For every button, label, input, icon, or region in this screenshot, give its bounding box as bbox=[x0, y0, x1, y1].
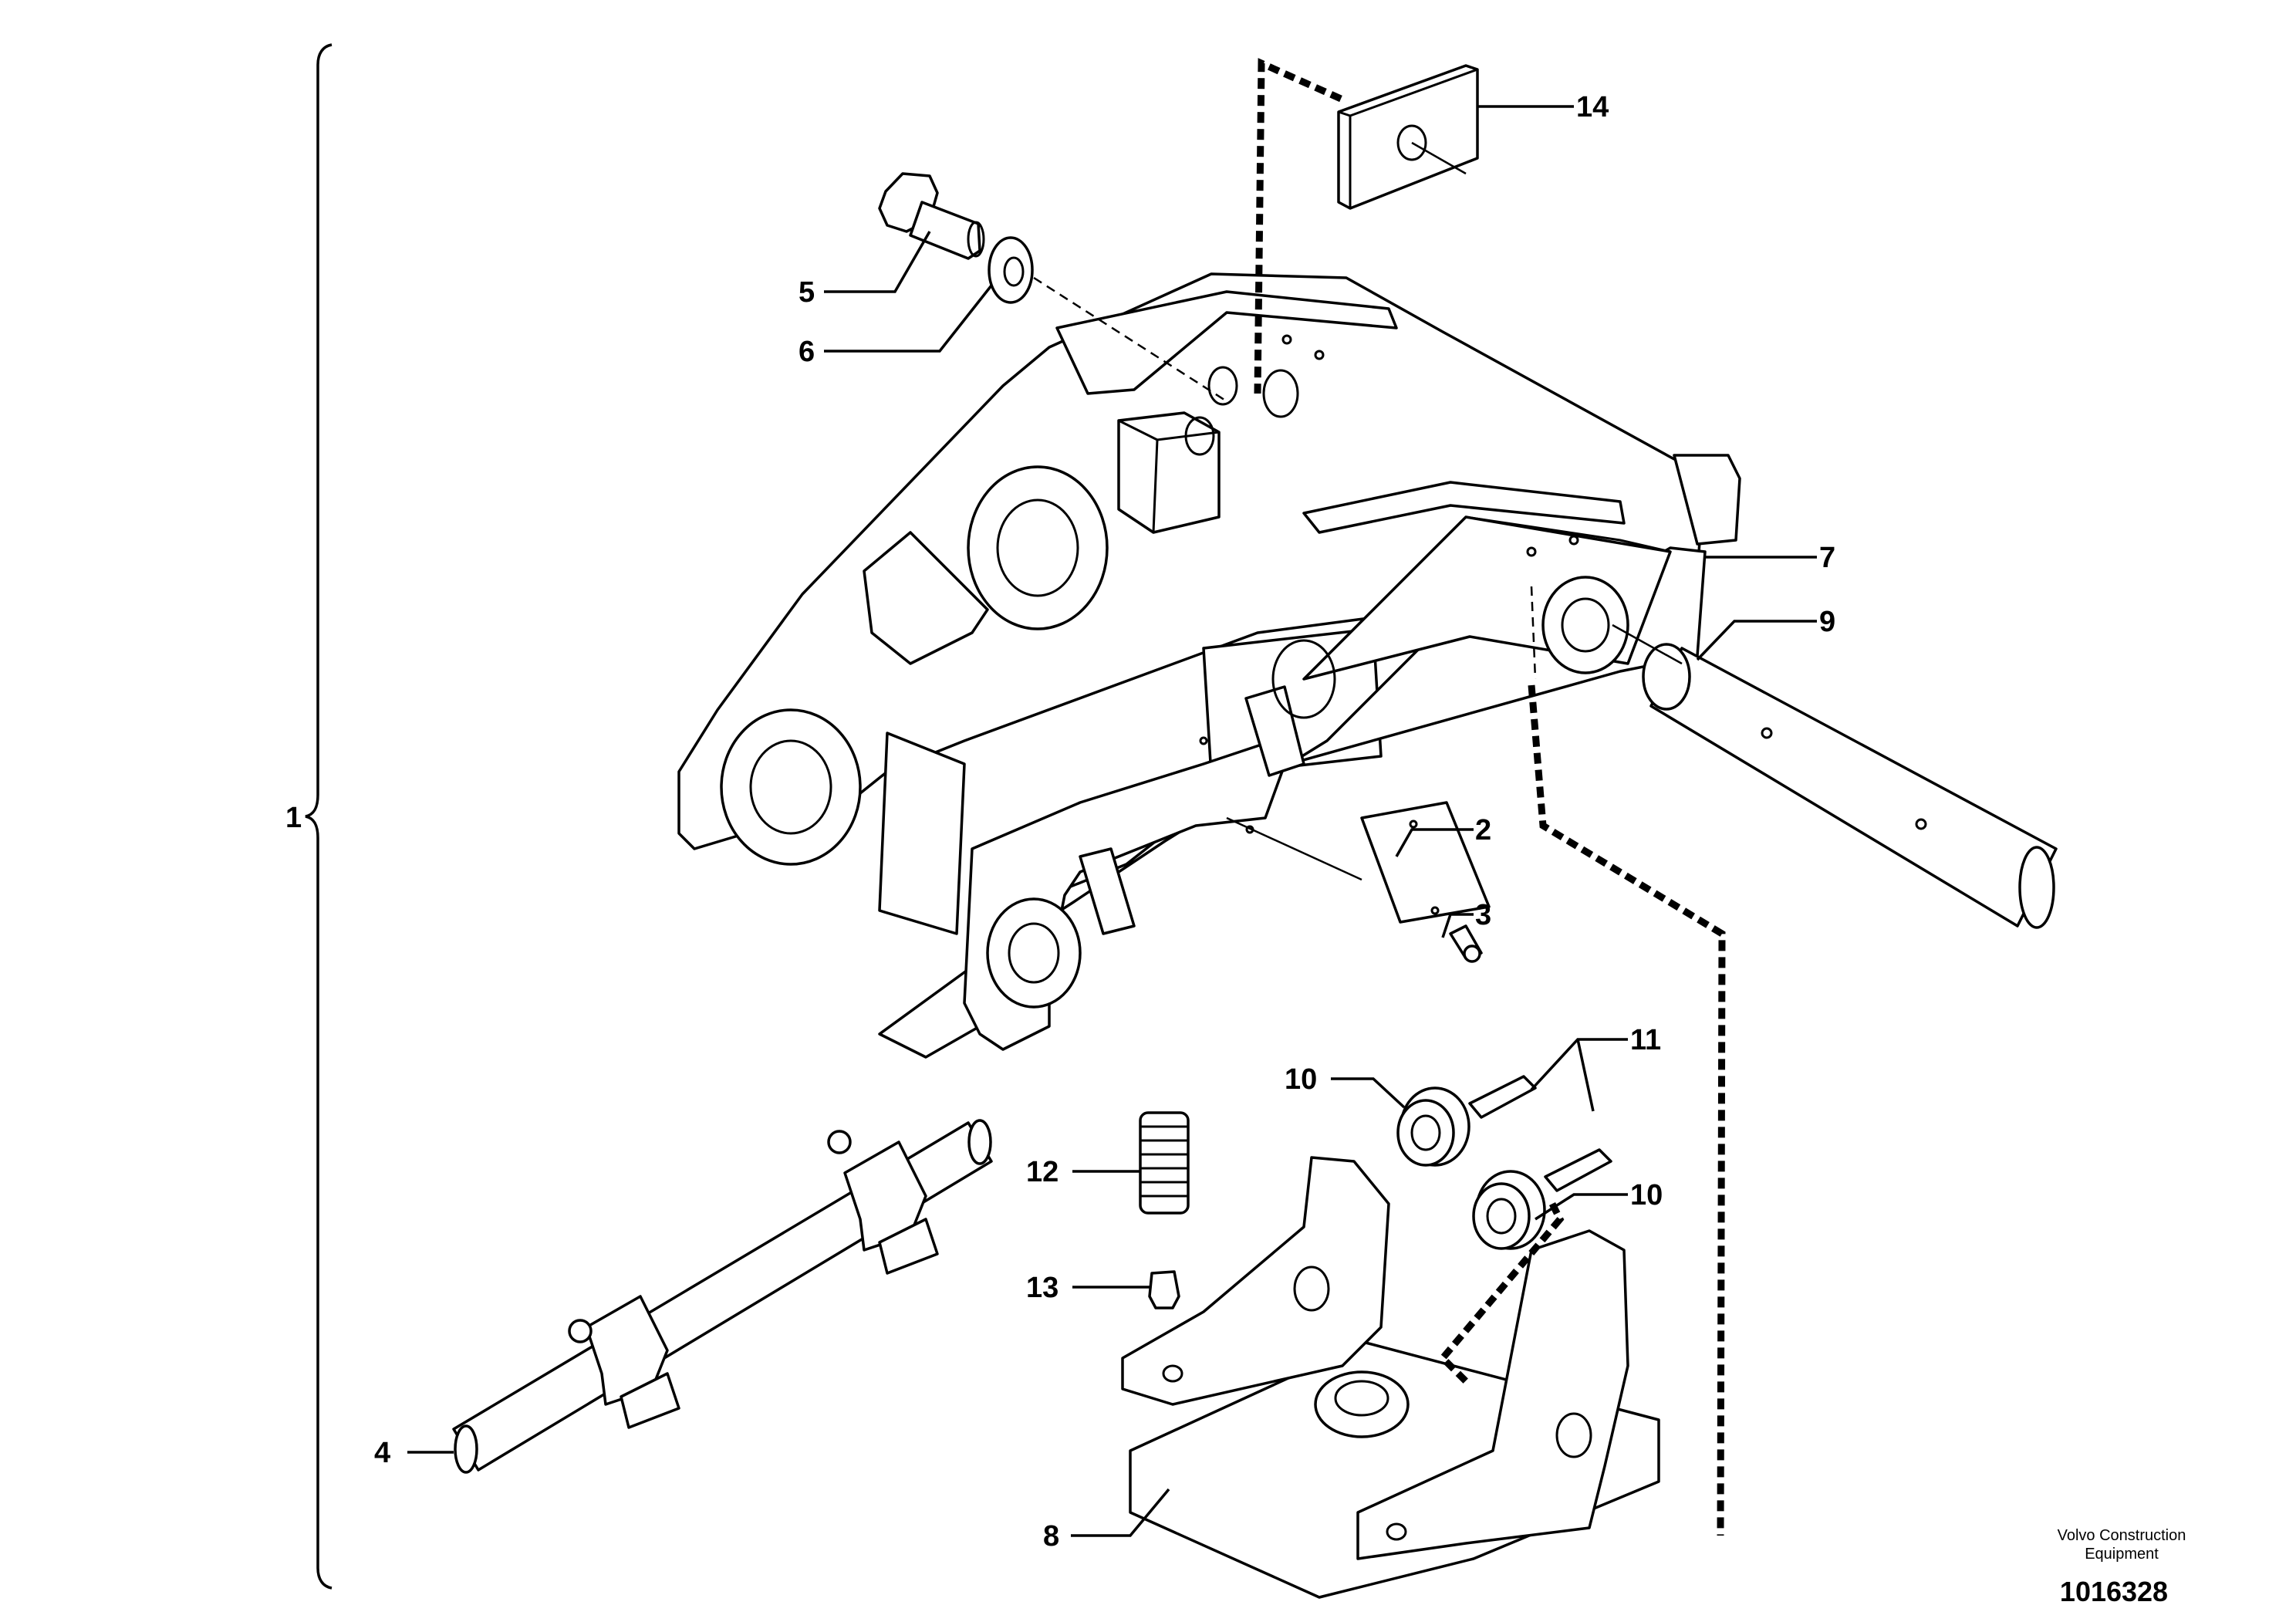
bushing-lower bbox=[1472, 1170, 1546, 1250]
leader-9 bbox=[1696, 620, 1817, 661]
callout-14: 14 bbox=[1576, 91, 1609, 123]
callout-7: 7 bbox=[1819, 542, 1835, 574]
callout-8: 8 bbox=[1043, 1520, 1059, 1553]
leader-5 bbox=[824, 231, 931, 293]
leader-9-pin bbox=[1612, 623, 1683, 665]
assembly-line-9 bbox=[1528, 684, 1726, 1536]
callout-4: 4 bbox=[374, 1437, 390, 1469]
callout-13: 13 bbox=[1026, 1272, 1059, 1304]
callout-6: 6 bbox=[799, 336, 815, 368]
latch-bracket bbox=[1121, 1156, 1660, 1599]
leader-10b bbox=[1535, 1193, 1628, 1221]
assembly-brace bbox=[305, 43, 333, 1590]
spring bbox=[1139, 1111, 1190, 1215]
leader-8 bbox=[1071, 1488, 1170, 1537]
pin bbox=[1642, 643, 2058, 929]
callout-9: 9 bbox=[1819, 606, 1835, 638]
assembly-line-6 bbox=[1033, 276, 1227, 403]
callout-2: 2 bbox=[1475, 814, 1491, 846]
leader-2 bbox=[1395, 828, 1474, 857]
wear-block bbox=[1337, 64, 1479, 210]
assembly-line-14 bbox=[1254, 58, 1342, 394]
quick-coupler-frame bbox=[677, 272, 1741, 1059]
callout-1: 1 bbox=[285, 802, 302, 834]
callout-12: 12 bbox=[1026, 1156, 1059, 1188]
assembly-line-10 bbox=[1437, 1201, 1565, 1384]
assembly-line-pin-thin bbox=[1530, 586, 1537, 680]
bolt bbox=[878, 172, 985, 260]
key-upper bbox=[1468, 1075, 1537, 1119]
company-name-line2: Equipment bbox=[2085, 1546, 2159, 1563]
leader-10a bbox=[1331, 1077, 1406, 1109]
callout-10-upper: 10 bbox=[1285, 1063, 1317, 1096]
callout-5: 5 bbox=[799, 276, 815, 309]
drawing-number: 1016328 bbox=[2060, 1576, 2168, 1607]
bushing-upper bbox=[1396, 1086, 1470, 1167]
leader-14-hole bbox=[1411, 141, 1467, 175]
leader-6 bbox=[824, 284, 993, 353]
key-lower bbox=[1544, 1148, 1612, 1192]
callout-11: 11 bbox=[1630, 1024, 1661, 1056]
leader-2-plate bbox=[1226, 816, 1362, 881]
plug bbox=[1148, 1270, 1180, 1309]
washer bbox=[988, 236, 1034, 304]
company-name-line1: Volvo Construction bbox=[2058, 1527, 2186, 1544]
identification-plate bbox=[1360, 801, 1491, 924]
callout-10-lower: 10 bbox=[1630, 1179, 1663, 1211]
leader-11 bbox=[1530, 1038, 1628, 1112]
lock-rod bbox=[452, 1119, 993, 1474]
rivet bbox=[1449, 924, 1483, 963]
leader-3 bbox=[1441, 913, 1474, 938]
callout-3: 3 bbox=[1475, 899, 1491, 931]
